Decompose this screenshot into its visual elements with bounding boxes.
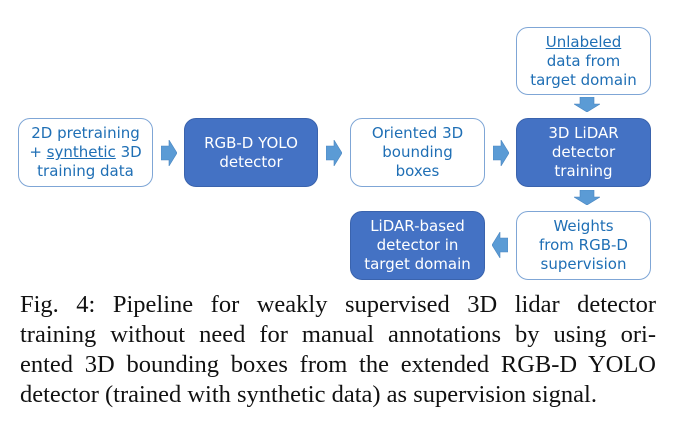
- box-lidar-based-detector: LiDAR-based detector in target domain: [350, 211, 485, 280]
- box-text-line: 2D pretraining: [31, 124, 140, 142]
- box-weights-from-rgbd: Weights from RGB-D supervision: [516, 211, 651, 280]
- box-text-line: detector: [551, 143, 616, 161]
- arrow-down-icon: [574, 190, 600, 205]
- box-text-line: Weights: [553, 217, 614, 235]
- box-text-line: target domain: [364, 255, 471, 273]
- box-pretraining-synthetic-data: 2D pretraining + synthetic 3D training d…: [18, 118, 153, 187]
- arrow-right-icon: [161, 140, 177, 166]
- arrow-right-icon: [326, 140, 342, 166]
- box-rgbd-yolo-detector: RGB-D YOLO detector: [184, 118, 318, 187]
- box-text-line: from RGB-D: [539, 236, 628, 254]
- box-text-line: supervision: [540, 255, 627, 273]
- box-text-line: training data: [37, 162, 134, 180]
- box-text-line: detector: [219, 152, 283, 171]
- box-unlabeled-target-data: Unlabeled data from target domain: [516, 27, 651, 95]
- box-text-line: bounding: [382, 143, 453, 161]
- box-text-fragment: 3D: [115, 143, 142, 161]
- caption-line: training without need for manual annotat…: [20, 321, 656, 348]
- underlined-text: synthetic: [46, 143, 116, 161]
- caption-line: Fig. 4: Pipeline for weakly supervised 3…: [20, 291, 656, 318]
- box-text-line: training: [554, 162, 613, 180]
- box-text-line: + synthetic 3D: [29, 143, 141, 162]
- caption-line: detector (trained with synthetic data) a…: [20, 381, 597, 408]
- box-text-line: target domain: [530, 70, 637, 89]
- caption-line: ented 3D bounding boxes from the extende…: [20, 351, 656, 378]
- arrow-left-icon: [492, 232, 508, 258]
- box-text-line: data from: [546, 51, 621, 70]
- box-text-line: Oriented 3D: [371, 124, 464, 142]
- figure-caption: Fig. 4: Pipeline for weakly supervised 3…: [20, 290, 656, 410]
- box-text-line: boxes: [395, 162, 440, 180]
- arrow-right-icon: [493, 140, 509, 166]
- box-text-line: detector in: [376, 236, 459, 254]
- box-text-line: 3D LiDAR: [548, 124, 619, 142]
- box-3d-lidar-detector-training: 3D LiDAR detector training: [516, 118, 651, 187]
- box-text-line: RGB-D YOLO: [204, 133, 298, 152]
- box-text-fragment: +: [29, 143, 47, 161]
- box-text-line: LiDAR-based: [370, 217, 465, 235]
- box-oriented-3d-bounding-boxes: Oriented 3D bounding boxes: [350, 118, 485, 187]
- arrow-down-icon: [574, 97, 600, 112]
- underlined-text: Unlabeled: [545, 32, 622, 51]
